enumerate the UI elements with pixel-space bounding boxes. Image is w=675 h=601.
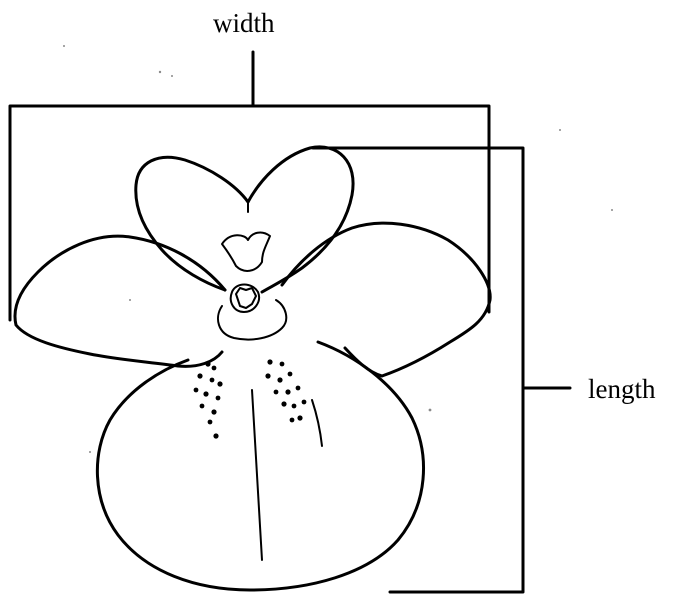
left-petal [15,236,225,366]
lip-spots-left [194,361,223,438]
width-bracket [10,52,489,320]
right-petal [282,223,490,376]
labellum [97,342,423,590]
width-label: width [213,8,275,38]
lip-cup [218,300,286,340]
length-label: length [588,374,656,404]
column [222,233,270,271]
lip-midline [252,390,262,560]
length-bracket [313,148,570,592]
lip-spots-right [265,359,306,422]
